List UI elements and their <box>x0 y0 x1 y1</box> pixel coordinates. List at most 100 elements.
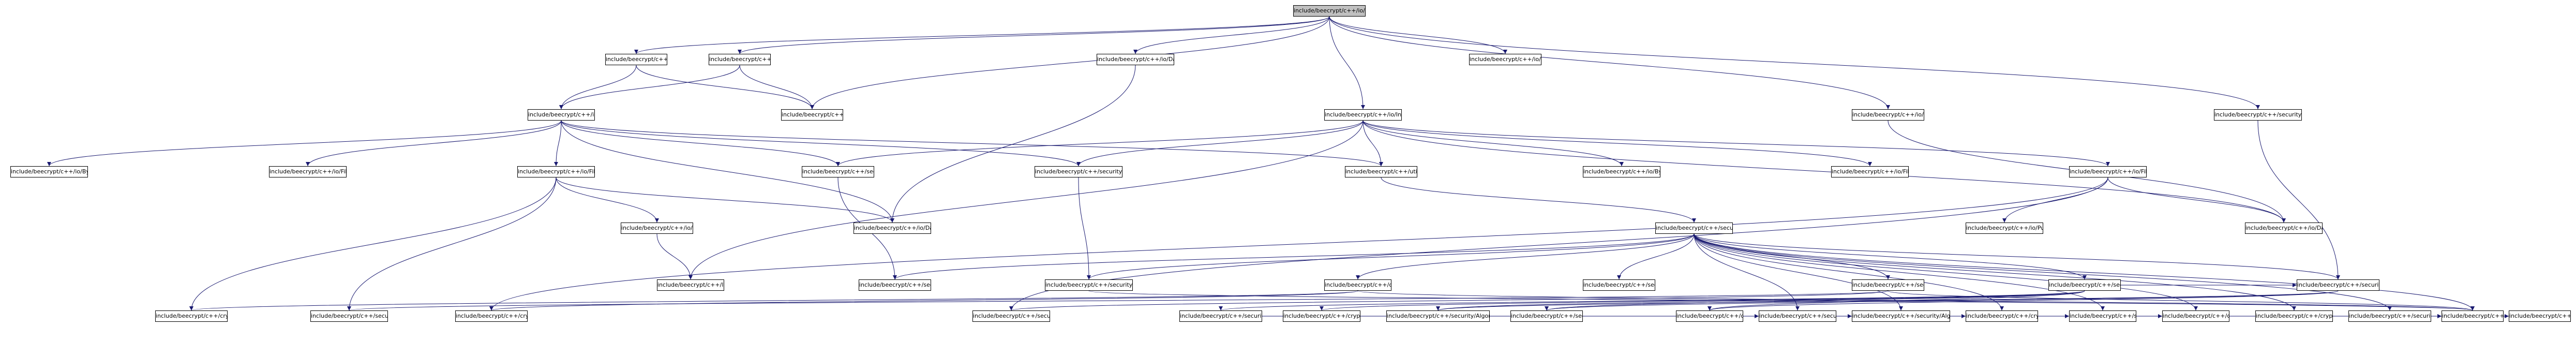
node-dataoutputstream-h[interactable]: include/beecrypt/c++/io/DataOutputStream… <box>853 223 931 234</box>
node-keystore-h[interactable]: include/beecrypt/c++/security/KeyStore.h <box>859 279 931 291</box>
edge-prov-to-cpv <box>1694 233 2392 311</box>
edge-ioexc-to-close <box>738 16 1330 54</box>
node-signature-h[interactable]: include/beecrypt/c++/security/Signature.… <box>2069 310 2136 322</box>
node-dataoutput-h[interactable]: include/beecrypt/c++/io/DataOutput.h <box>1097 54 1174 65</box>
node-algorithmparametergenerator-h[interactable]: include/beecrypt/c++/security/AlgorithmP… <box>1852 310 1950 322</box>
edge-algp-to-cspi <box>1708 290 2339 311</box>
edge-outs-to-dos <box>561 120 894 223</box>
node-writer-h[interactable]: include/beecrypt/c++/io/Writer.h <box>781 109 843 121</box>
edge-filtout-to-digout <box>347 177 557 311</box>
edge-filtin-to-macin <box>489 177 2108 311</box>
edge-props-to-prov <box>1381 177 1696 223</box>
node-fileinputstream-h[interactable]: include/beecrypt/c++/io/FileInputStream.… <box>1831 166 1909 177</box>
node-pushbackinputstream-h[interactable]: include/beecrypt/c++/io/PushbackInputStr… <box>1966 223 2043 234</box>
node-nullcipher-h[interactable]: include/beecrypt/c++/crypto/NullCipher.h <box>2509 310 2571 322</box>
node-secretkeyfactory-h[interactable]: include/beecrypt/c++/crypto/SecretKeyFac… <box>2255 310 2333 322</box>
node-messagedigest-h[interactable]: include/beecrypt/c++/security/MessageDig… <box>1852 279 1924 291</box>
node-filterinputstream-h[interactable]: include/beecrypt/c++/io/FilterInputStrea… <box>2069 166 2147 177</box>
node-security-h[interactable]: include/beecrypt/c++/security/Security.h <box>2442 310 2504 322</box>
edge-prov-to-cipher <box>1694 233 2198 311</box>
edge-close-to-writer <box>739 65 814 110</box>
edge-ioexc-to-ins <box>1329 16 1365 110</box>
node-keyagreement-h[interactable]: include/beecrypt/c++/crypto/KeyAgreement… <box>1966 310 2038 322</box>
edge-sr-to-kaspi <box>1320 290 2085 311</box>
edge-filtin-to-pbis <box>2002 177 2108 223</box>
node-keyagreementspi-h[interactable]: include/beecrypt/c++/crypto/KeyAgreement… <box>1283 310 1360 322</box>
edge-outs-to-ksspi <box>561 120 840 167</box>
edge-algspi-to-algp <box>2257 120 2340 280</box>
edge-outs-to-baos <box>47 120 562 167</box>
edge-outs-to-certfspi <box>561 120 1081 167</box>
node-digestoutputstream-h[interactable]: include/beecrypt/c++/security/DigestOutp… <box>310 310 388 322</box>
edge-prov-to-ks <box>893 233 1695 280</box>
node-securerandom-h[interactable]: include/beecrypt/c++/security/SecureRand… <box>2048 279 2121 291</box>
node-macoutputstream-h[interactable]: include/beecrypt/c++/crypto/MacOutputStr… <box>155 310 228 322</box>
node-algorithmparametergeneratorspi-h[interactable]: include/beecrypt/c++/security/AlgorithmP… <box>1386 310 1490 322</box>
edge-prov-to-apg <box>1694 233 1903 311</box>
node-digestinputstream-h[interactable]: include/beecrypt/c++/security/DigestInpu… <box>972 310 1050 322</box>
edge-ins-to-certfspi <box>1076 120 1364 167</box>
edge-dataout-to-dos <box>890 65 1136 223</box>
node-macinputstream-h[interactable]: include/beecrypt/c++/crypto/MacInputStre… <box>455 310 528 322</box>
node-fileoutputstream-h[interactable]: include/beecrypt/c++/io/FileOutputStream… <box>269 166 347 177</box>
edge-filtout-to-dos <box>556 177 894 223</box>
edge-close-to-outs <box>559 65 740 110</box>
node-mac-h[interactable]: include/beecrypt/c++/crypto/Mac.h <box>1324 279 1391 291</box>
edge-ioexc-to-datain <box>1329 16 1890 110</box>
edge-ins-to-filtin <box>1362 120 2110 167</box>
node-cipherspi-h[interactable]: include/beecrypt/c++/crypto/CipherSpi.h <box>1676 310 1743 322</box>
node-certificatefactory-h[interactable]: include/beecrypt/c++/security/cert/Certi… <box>1045 279 1133 291</box>
node-inputstream-h[interactable]: include/beecrypt/c++/io/InputStream.h <box>1324 109 1402 121</box>
edge-ioexc-to-writer <box>810 16 1330 110</box>
node-bytearrayinputstream-h[interactable]: include/beecrypt/c++/io/ByteArrayInputSt… <box>1583 166 1660 177</box>
node-certpathvalidator-h[interactable]: include/beecrypt/c++/security/cert/CertP… <box>2348 310 2431 322</box>
node-keypairgenerator-h[interactable]: include/beecrypt/c++/security/KeyPairGen… <box>1759 310 1836 322</box>
edge-outs-to-props <box>561 120 1383 167</box>
node-properties-h[interactable]: include/beecrypt/c++/util/Properties.h <box>1345 166 1417 177</box>
edge-ioexc-to-eof <box>1329 16 1507 54</box>
node-provider-h[interactable]: include/beecrypt/c++/security/Provider.h <box>1655 223 1733 234</box>
edge-prov-to-mac <box>1356 233 1695 280</box>
edge-ins-to-fis <box>1362 120 1872 167</box>
edge-prov-to-kf <box>1617 233 1695 280</box>
edge-ins-to-bais <box>1362 120 1624 167</box>
edge-certf-to-sec <box>1088 290 2474 311</box>
node-eofexception-h[interactable]: include/beecrypt/c++/io/EOFException.h <box>1469 54 1541 65</box>
node-flushable-h[interactable]: include/beecrypt/c++/io/Flushable.h <box>605 54 667 65</box>
node-signaturespi-h[interactable]: include/beecrypt/c++/security/SignatureS… <box>1510 310 1583 322</box>
edge-prov-to-sec <box>1694 233 2475 311</box>
node-algorithmparameters-h[interactable]: include/beecrypt/c++/security/AlgorithmP… <box>2297 279 2379 291</box>
edge-ins-to-props <box>1362 120 1383 167</box>
node-keystorespi-h[interactable]: include/beecrypt/c++/security/KeyStoreSp… <box>802 166 874 177</box>
node-system-h[interactable]: include/beecrypt/c++/lang/System.h <box>657 279 724 291</box>
edge-flush-to-writer <box>636 65 814 110</box>
node-filteroutputstream-h[interactable]: include/beecrypt/c++/io/FilterOutputStre… <box>517 166 595 177</box>
edge-ins-to-ksspi <box>836 120 1364 167</box>
edge-ioexc-to-flush <box>634 16 1330 54</box>
edge-mac-to-sec <box>1357 290 2475 311</box>
node-certificatefactoryspi-h[interactable]: include/beecrypt/c++/security/cert/Certi… <box>1035 166 1122 177</box>
node-datainputstream-h[interactable]: include/beecrypt/c++/io/DataInputStream.… <box>2245 223 2323 234</box>
edge-md-to-digout <box>348 290 1889 311</box>
edge-prov-to-sig <box>1694 233 2105 311</box>
node-printstream-h[interactable]: include/beecrypt/c++/io/PrintStream.h <box>621 223 693 234</box>
edge-ioexc-to-dataout <box>1133 16 1330 54</box>
node-keyfactory-h[interactable]: include/beecrypt/c++/security/KeyFactory… <box>1583 279 1655 291</box>
node-algorithmparametersspi-h[interactable]: include/beecrypt/c++/security/AlgorithmP… <box>2214 109 2302 121</box>
edge-prov-to-sr <box>1694 233 2087 280</box>
edge-prov-to-algp <box>1694 233 2340 280</box>
node-datainput-h[interactable]: include/beecrypt/c++/io/DataInput.h <box>1852 109 1924 121</box>
edge-md-to-digin <box>1009 290 1889 311</box>
edge-outs-to-filtout <box>554 120 562 167</box>
node-closeable-h[interactable]: include/beecrypt/c++/io/Closeable.h <box>709 54 771 65</box>
node-outputstream-h[interactable]: include/beecrypt/c++/io/OutputStream.h <box>528 109 595 121</box>
edge-md-to-sec <box>1888 290 2475 311</box>
edge-filtout-to-printst <box>556 177 659 223</box>
edge-printst-to-langsys <box>656 233 693 280</box>
node-cipher-h[interactable]: include/beecrypt/c++/crypto/Cipher.h <box>2162 310 2229 322</box>
node-keypairgeneratorspi-h[interactable]: include/beecrypt/c++/security/KeyPairGen… <box>1179 310 1262 322</box>
edge-prov-to-kpg <box>1694 233 1800 311</box>
edge-ins-to-langsys <box>688 120 1364 280</box>
node-bytearrayoutputstream-h[interactable]: include/beecrypt/c++/io/ByteArrayOutputS… <box>10 166 88 177</box>
